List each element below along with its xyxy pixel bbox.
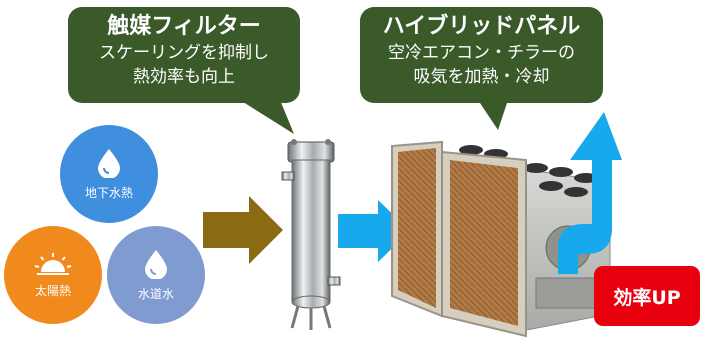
groundwater-heat-label: 地下水熱 [84, 185, 133, 200]
water-drop-icon [98, 148, 120, 178]
panel-bubble-tail [478, 100, 508, 130]
filter-bubble-line1: スケーリングを抑制し [99, 43, 269, 63]
arrow-right-icon [203, 196, 283, 264]
arrow-up-icon [558, 112, 622, 274]
efficiency-up-badge: 効率UP [594, 266, 700, 326]
tapwater-circle: 水道水 [107, 226, 205, 324]
panel-bubble-title: ハイブリッドパネル [382, 14, 581, 39]
hybrid-panel-image [391, 140, 611, 338]
groundwater-heat-circle: 地下水熱 [60, 125, 158, 223]
filter-bubble-line2: 熱効率も向上 [133, 67, 235, 87]
sun-icon [34, 252, 72, 275]
catalyst-filter-image [281, 139, 341, 330]
filter-bubble-tail [240, 100, 294, 134]
panel-bubble-line2: 吸気を加熱・冷却 [413, 67, 550, 87]
panel-bubble-line1: 空冷エアコン・チラーの [388, 43, 575, 63]
solar-heat-label: 太陽熱 [34, 283, 71, 298]
water-drop-icon [145, 249, 167, 279]
filter-bubble: 触媒フィルター スケーリングを抑制し 熱効率も向上 [68, 7, 300, 103]
panel-bubble: ハイブリッドパネル 空冷エアコン・チラーの 吸気を加熱・冷却 [360, 7, 603, 103]
filter-bubble-title: 触媒フィルター [107, 14, 261, 39]
tapwater-label: 水道水 [137, 286, 174, 301]
solar-heat-circle: 太陽熱 [4, 226, 102, 324]
